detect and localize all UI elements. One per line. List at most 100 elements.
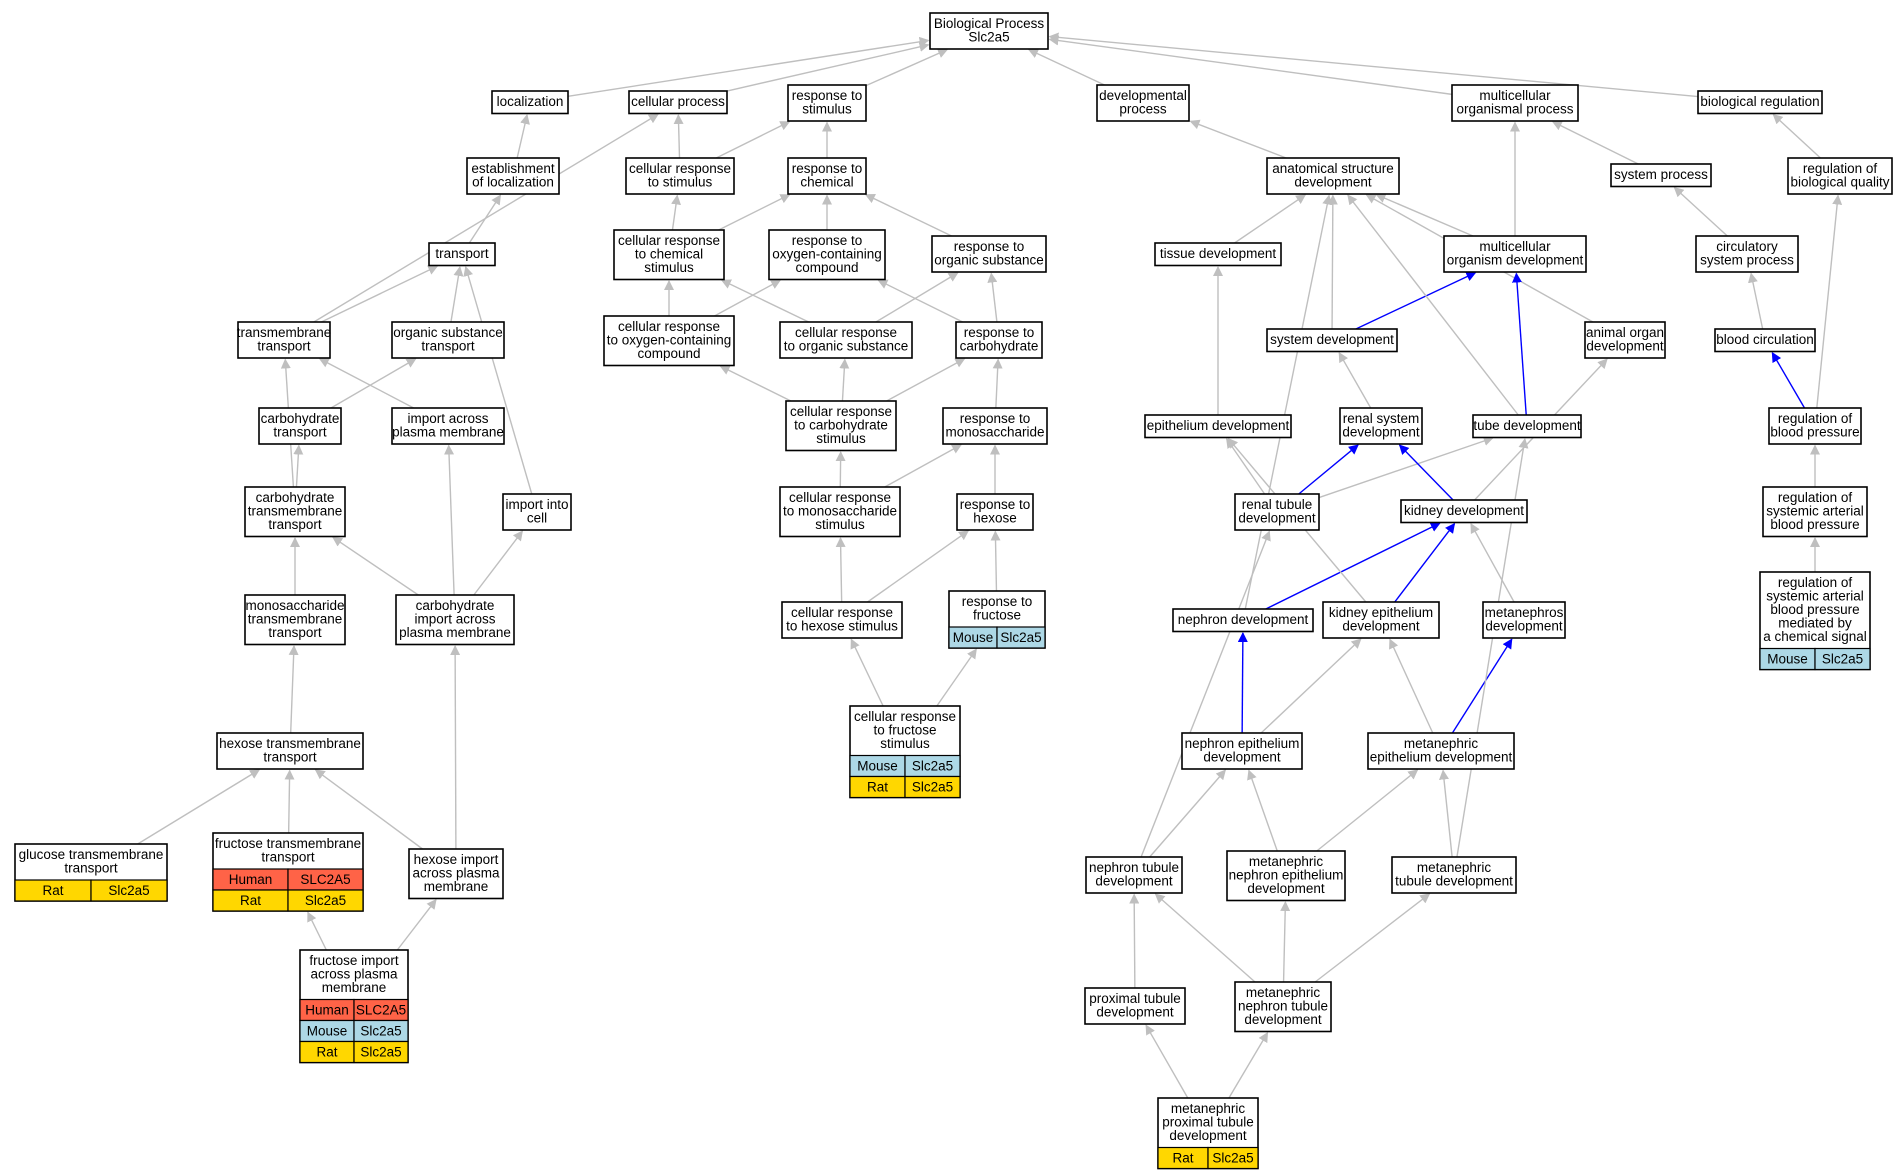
node-border bbox=[1768, 407, 1862, 445]
node-label-line: nephron tubule bbox=[1089, 860, 1179, 875]
node-label-line: carbohydrate bbox=[960, 339, 1039, 354]
node-label-line: oxygen-containing bbox=[772, 247, 882, 262]
gene-symbol: SLC2A5 bbox=[356, 1003, 406, 1018]
is-a-edge bbox=[1816, 194, 1843, 409]
node-border bbox=[1695, 235, 1799, 273]
node-label-line: anatomical structure bbox=[1272, 161, 1394, 176]
go-term-node[interactable]: cellular process bbox=[628, 90, 728, 115]
go-term-node[interactable]: kidney development bbox=[1400, 499, 1528, 524]
node-label-line: development bbox=[1247, 881, 1325, 896]
is-a-edge bbox=[1048, 32, 1699, 98]
go-term-node[interactable]: blood circulation bbox=[1714, 328, 1816, 353]
node-label-line: response to bbox=[954, 239, 1025, 254]
node-label-line: Slc2a5 bbox=[968, 30, 1009, 45]
is-a-edge bbox=[1439, 769, 1453, 858]
node-label-line: systemic arterial bbox=[1766, 589, 1864, 604]
is-a-edge bbox=[1327, 194, 1338, 330]
node-border bbox=[603, 315, 735, 367]
is-a-edge bbox=[1551, 121, 1639, 165]
go-term-node[interactable]: localization bbox=[491, 90, 569, 115]
is-a-edge bbox=[1234, 194, 1307, 244]
node-border bbox=[395, 594, 515, 646]
node-label-line: development bbox=[1169, 1128, 1247, 1143]
go-term-node[interactable]: nephron development bbox=[1172, 608, 1314, 633]
node-label-line: biological quality bbox=[1790, 175, 1889, 190]
node-label-line: cellular process bbox=[631, 94, 725, 109]
gene-cell bbox=[90, 879, 168, 902]
node-label-line: transmembrane bbox=[237, 325, 332, 340]
node-label-line: hexose bbox=[973, 511, 1017, 526]
go-term-node[interactable]: system process bbox=[1610, 163, 1712, 188]
go-term-node[interactable]: system development bbox=[1266, 328, 1398, 353]
go-term-node[interactable]: epithelium development bbox=[1144, 414, 1292, 439]
is-a-edge bbox=[715, 121, 791, 159]
node-label-line: import into bbox=[505, 497, 568, 512]
node-label-line: Biological Process bbox=[934, 16, 1045, 31]
node-label-line: development bbox=[1203, 750, 1281, 765]
go-term-node[interactable]: tissue development bbox=[1154, 242, 1282, 267]
go-term-node[interactable]: transport bbox=[428, 242, 496, 267]
is-a-edge bbox=[1389, 638, 1434, 734]
gene-symbol: Slc2a5 bbox=[1822, 652, 1863, 667]
node-label-line: development bbox=[1342, 425, 1420, 440]
node-label-line: process bbox=[1119, 102, 1167, 117]
go-term-node[interactable]: tube development bbox=[1472, 414, 1582, 439]
go-term-node[interactable]: biological regulation bbox=[1697, 90, 1823, 115]
node-label-line: development bbox=[1238, 511, 1316, 526]
node-label-line: hexose import bbox=[414, 852, 499, 867]
